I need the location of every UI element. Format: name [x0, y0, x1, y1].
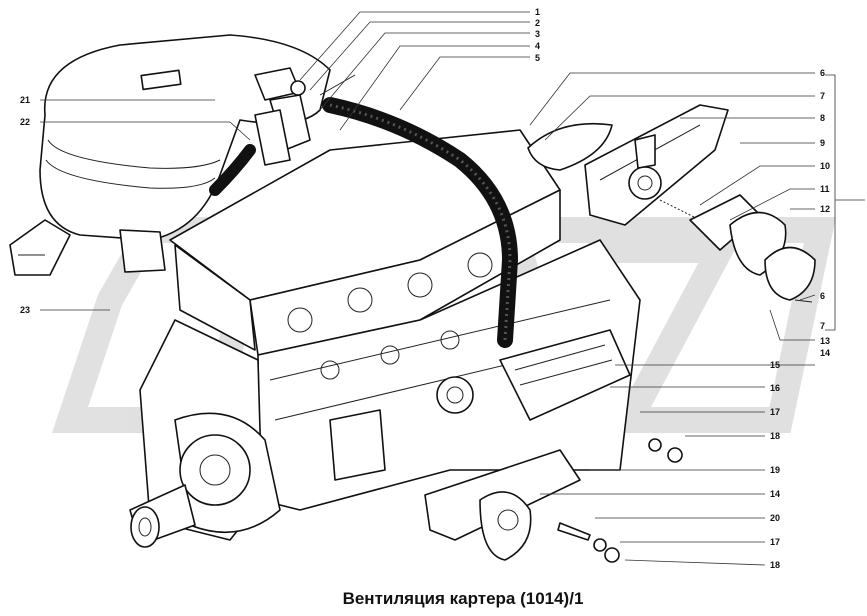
callout-16: 16	[770, 383, 780, 393]
ventilation-hose	[209, 97, 519, 348]
callout-23: 23	[20, 305, 30, 315]
callout-11: 11	[820, 184, 830, 194]
air-cleaner	[9, 34, 331, 276]
diagram-title: Вентиляция картера (1014)/1	[343, 589, 584, 608]
callout-8: 8	[820, 113, 825, 123]
side-cover	[424, 329, 683, 563]
callout-14: 14	[770, 489, 780, 499]
callout-3: 3	[535, 29, 540, 39]
callout-5: 5	[535, 53, 540, 63]
oil-separator	[527, 104, 816, 303]
engine-block	[139, 129, 641, 541]
callout-7: 7	[820, 91, 825, 101]
callout-13: 13	[820, 336, 830, 346]
callout-9: 9	[820, 138, 825, 148]
callout-20: 20	[770, 513, 780, 523]
valve-cover-ribs	[287, 252, 493, 380]
leader-lines	[40, 11, 865, 566]
callout-1: 1	[535, 7, 540, 17]
callout-10: 10	[820, 161, 830, 171]
callout-4: 4	[535, 41, 540, 51]
callout-17: 17	[770, 407, 780, 417]
timing-cover	[129, 412, 281, 548]
breather-fittings	[254, 67, 356, 166]
callout-labels: 1234567891011126713141516171819142017182…	[20, 7, 830, 570]
callout-6: 6	[820, 68, 825, 78]
callout-18: 18	[770, 431, 780, 441]
callout-17: 17	[770, 537, 780, 547]
callout-19: 19	[770, 465, 780, 475]
callout-7: 7	[820, 321, 825, 331]
callout-21: 21	[20, 95, 30, 105]
callout-22: 22	[20, 117, 30, 127]
callout-15: 15	[770, 360, 780, 370]
callout-14: 14	[820, 348, 830, 358]
callout-12: 12	[820, 204, 830, 214]
callout-2: 2	[535, 18, 540, 28]
callout-6: 6	[820, 291, 825, 301]
callout-18: 18	[770, 560, 780, 570]
